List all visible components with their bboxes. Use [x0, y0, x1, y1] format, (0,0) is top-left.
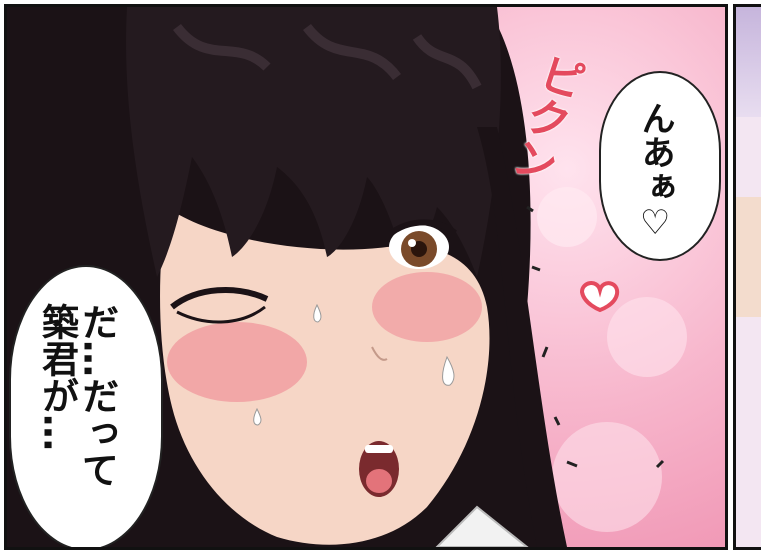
speech-bubble-right — [599, 71, 721, 261]
side-panel-skin — [736, 197, 761, 317]
tremble-marks — [526, 205, 665, 469]
upper-eyelid — [382, 219, 457, 242]
left-bubble-text-2: 築君が… — [35, 303, 79, 451]
speech-bubble-left — [9, 265, 163, 547]
side-panel — [733, 4, 761, 550]
collar — [435, 505, 529, 547]
right-bubble-text: んあぁ♡ — [635, 101, 676, 243]
hair-shine — [173, 23, 482, 90]
side-hair — [477, 127, 567, 547]
nose — [371, 346, 388, 361]
bokeh-light — [552, 422, 662, 532]
sweat-drop — [313, 303, 322, 323]
sweat-drop — [253, 407, 262, 426]
bokeh-light — [537, 187, 597, 247]
blush-right — [372, 272, 482, 342]
closed-eye — [170, 287, 269, 310]
main-panel: ピクン んあぁ♡ だ…だって 築君が… — [4, 4, 728, 550]
sweat-drop — [442, 355, 455, 386]
side-panel-hair — [736, 7, 761, 117]
tongue — [366, 469, 392, 493]
teeth — [365, 445, 393, 453]
bokeh-light — [607, 297, 687, 377]
bangs — [126, 7, 501, 277]
closed-eye-lash — [176, 305, 266, 324]
blush-left — [167, 322, 307, 402]
eye-highlight — [408, 239, 416, 247]
heart-icon — [579, 281, 620, 313]
left-bubble-text-1: だ…だって — [75, 303, 119, 488]
